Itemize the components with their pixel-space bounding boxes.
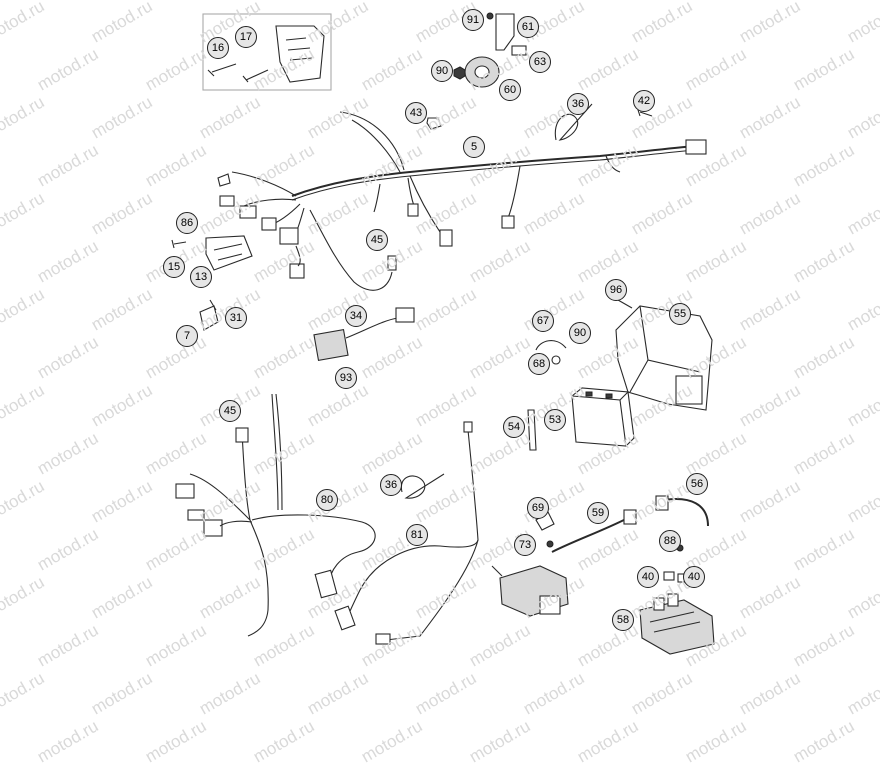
battery-holder-55	[615, 305, 713, 411]
washer-68	[551, 355, 561, 365]
callout-53: 53	[544, 409, 566, 431]
callout-60: 60	[499, 79, 521, 101]
watermark-text: motod.ru	[0, 668, 48, 719]
battery-53	[571, 387, 635, 447]
main-harness-5	[217, 111, 707, 291]
callout-86: 86	[176, 212, 198, 234]
callout-58: 58	[612, 609, 634, 631]
sub-harness-80	[175, 393, 376, 637]
watermark-text: motod.ru	[250, 716, 318, 767]
nut-73	[546, 540, 554, 548]
callout-34: 34	[345, 305, 367, 327]
callout-36: 36	[380, 474, 402, 496]
callout-56: 56	[686, 473, 708, 495]
fuse-box-58	[639, 593, 715, 655]
watermark-text: motod.ru	[844, 668, 880, 719]
screw-91	[486, 12, 494, 20]
watermark-text: motod.ru	[358, 716, 426, 767]
sub-harness-81	[334, 421, 479, 645]
fuse-40-left	[663, 571, 675, 581]
callout-91: 91	[462, 9, 484, 31]
watermark-text: motod.ru	[790, 716, 858, 767]
watermark-text: motod.ru	[304, 668, 372, 719]
screw-42	[637, 109, 653, 117]
watermark-text: motod.ru	[520, 668, 588, 719]
cable-67	[535, 340, 567, 351]
callout-55: 55	[669, 303, 691, 325]
clip-7-31	[199, 305, 219, 331]
callout-17: 17	[235, 26, 257, 48]
watermark-text: motod.ru	[142, 716, 210, 767]
callout-40: 40	[637, 566, 659, 588]
grommet-43	[426, 117, 442, 130]
cable-56	[663, 498, 709, 527]
callout-63: 63	[529, 51, 551, 73]
callout-93: 93	[335, 367, 357, 389]
callout-54: 54	[503, 416, 525, 438]
wiring-harness-drawing	[171, 12, 715, 655]
watermark-text: motod.ru	[628, 668, 696, 719]
callout-42: 42	[633, 90, 655, 112]
callout-43: 43	[405, 102, 427, 124]
watermark-text: motod.ru	[574, 716, 642, 767]
watermark-text: motod.ru	[736, 668, 804, 719]
callout-7: 7	[176, 325, 198, 347]
callout-59: 59	[587, 502, 609, 524]
watermark-text: motod.ru	[88, 668, 156, 719]
callout-13: 13	[190, 266, 212, 288]
callout-88: 88	[659, 530, 681, 552]
callout-68: 68	[528, 353, 550, 375]
watermark-text: motod.ru	[466, 716, 534, 767]
callout-73: 73	[514, 534, 536, 556]
screw-16	[207, 63, 237, 77]
bracket-13	[205, 235, 253, 271]
callout-5: 5	[463, 136, 485, 158]
cable-59	[551, 517, 629, 553]
callout-61: 61	[517, 16, 539, 38]
callout-31: 31	[225, 307, 247, 329]
strap-54	[527, 409, 537, 451]
callout-45: 45	[366, 229, 388, 251]
nut-90	[453, 66, 466, 80]
watermark-text: motod.ru	[682, 716, 750, 767]
callout-67: 67	[532, 310, 554, 332]
callout-90: 90	[569, 322, 591, 344]
callout-81: 81	[406, 524, 428, 546]
callout-36: 36	[567, 93, 589, 115]
watermark-text: motod.ru	[196, 668, 264, 719]
cable-tie-36-bottom	[400, 473, 445, 499]
watermark-text: motod.ru	[412, 668, 480, 719]
callout-45: 45	[219, 400, 241, 422]
starter-relay-area	[491, 565, 569, 617]
callout-15: 15	[163, 256, 185, 278]
horn-bracket-61	[495, 13, 515, 51]
voltage-regulator-34	[313, 307, 415, 362]
bracket-kit-frame	[202, 13, 332, 91]
callout-96: 96	[605, 279, 627, 301]
callout-80: 80	[316, 489, 338, 511]
callout-40: 40	[683, 566, 705, 588]
cable-tie-36-top	[554, 103, 593, 141]
watermark-text: motod.ru	[34, 716, 102, 767]
callout-69: 69	[527, 497, 549, 519]
screw-17	[242, 69, 269, 83]
callout-16: 16	[207, 37, 229, 59]
callout-90: 90	[431, 60, 453, 82]
clip-63	[511, 45, 527, 56]
screw-96	[617, 299, 633, 309]
bolt-86	[171, 239, 187, 249]
